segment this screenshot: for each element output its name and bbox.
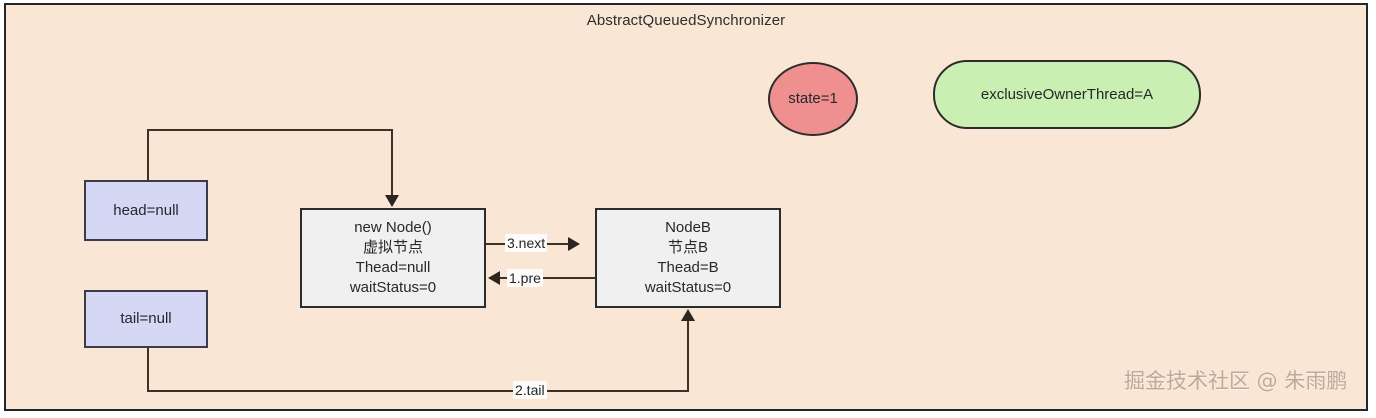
head-edge-segment-down	[391, 129, 393, 196]
head-ref-label: head=null	[113, 201, 179, 219]
node-b-line-1: NodeB	[665, 219, 711, 237]
pre-edge-line	[500, 277, 595, 279]
tail-edge-label: 2.tail	[513, 381, 547, 400]
tail-edge-segment-right	[147, 390, 689, 392]
pre-edge-label: 1.pre	[507, 269, 543, 288]
next-edge-arrowhead-icon	[568, 237, 580, 251]
dummy-node-line-3: Thead=null	[355, 259, 431, 276]
state-label: state=1	[788, 90, 838, 108]
head-edge-segment-up	[147, 130, 149, 181]
dummy-node-line-2: 虚拟节点	[362, 239, 423, 257]
node-b-line-3: Thead=B	[657, 259, 719, 276]
node-b-box: NodeB 节点B Thead=B waitStatus=0	[595, 208, 781, 308]
aqs-title: AbstractQueuedSynchronizer	[586, 12, 786, 29]
tail-edge-segment-up	[687, 320, 689, 391]
head-edge-segment-right	[147, 129, 393, 131]
exclusive-owner-thread-node: exclusiveOwnerThread=A	[933, 60, 1201, 129]
dummy-node-line-1: new Node()	[354, 219, 432, 237]
pre-edge-arrowhead-icon	[488, 271, 500, 285]
state-node: state=1	[768, 62, 858, 136]
dummy-node-box: new Node() 虚拟节点 Thead=null waitStatus=0	[300, 208, 486, 308]
next-edge-label: 3.next	[505, 234, 548, 253]
watermark-text: 掘金技术社区 @ 朱雨鹏	[1124, 369, 1348, 393]
tail-ref-label: tail=null	[120, 310, 172, 328]
exclusive-owner-thread-label: exclusiveOwnerThread=A	[980, 85, 1154, 103]
node-b-line-2: 节点B	[667, 239, 708, 257]
head-ref-box: head=null	[84, 180, 208, 241]
tail-edge-segment-down	[147, 348, 149, 392]
node-b-line-4: waitStatus=0	[644, 278, 732, 296]
head-edge-arrowhead-icon	[385, 195, 399, 207]
dummy-node-line-4: waitStatus=0	[349, 278, 437, 296]
tail-ref-box: tail=null	[84, 290, 208, 348]
tail-edge-arrowhead-icon	[681, 309, 695, 321]
